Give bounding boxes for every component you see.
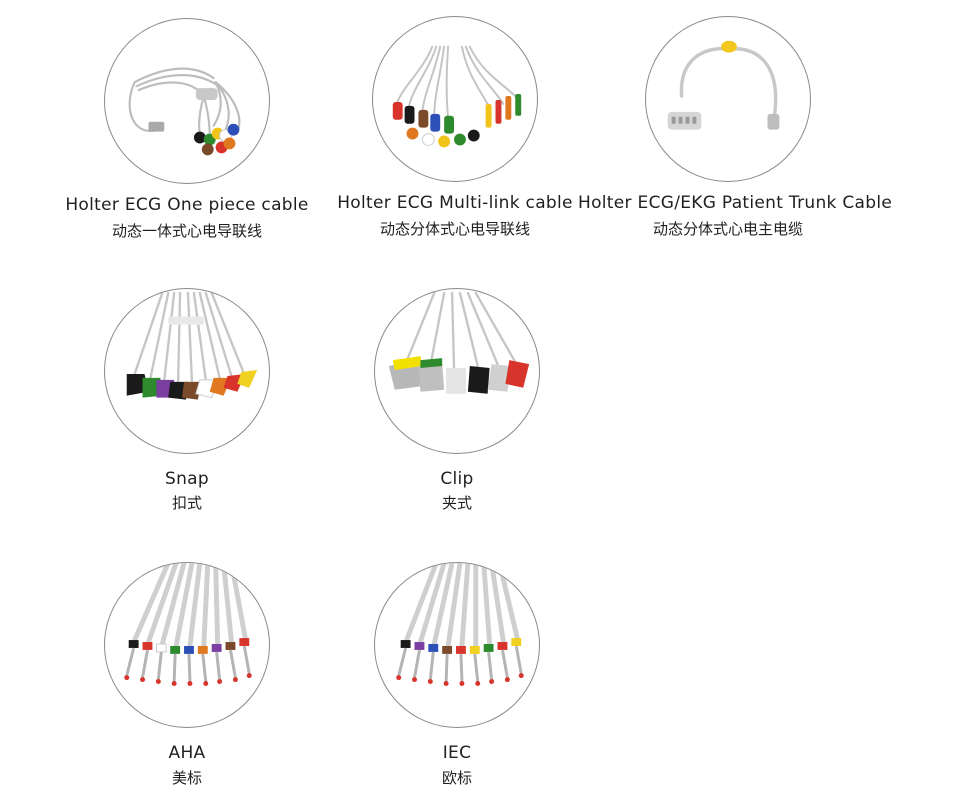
product-aha: AHA 美标 bbox=[37, 555, 337, 805]
product-title: Snap bbox=[165, 469, 209, 489]
product-title: Holter ECG One piece cable bbox=[65, 195, 309, 215]
aha-pins-photo bbox=[104, 562, 270, 728]
iec-pins-photo bbox=[374, 562, 540, 728]
product-subtitle: 夹式 bbox=[441, 494, 472, 512]
product-trunk-cable: Holter ECG/EKG Patient Trunk Cable 动态分体式… bbox=[578, 0, 893, 250]
product-subtitle: 动态分体式心电导联线 bbox=[379, 220, 530, 238]
product-one-piece-cable: Holter ECG One piece cable 动态一体式心电导联线 bbox=[37, 0, 337, 250]
multi-link-cable-photo bbox=[372, 16, 538, 182]
clip-leadwires-photo bbox=[374, 288, 540, 454]
product-subtitle: 欧标 bbox=[441, 769, 472, 787]
product-subtitle: 动态分体式心电主电缆 bbox=[652, 220, 803, 238]
product-title: Holter ECG Multi-link cable bbox=[337, 193, 573, 213]
snap-leadwires-photo bbox=[104, 288, 270, 454]
product-multi-link-cable: Holter ECG Multi-link cable 动态分体式心电导联线 bbox=[305, 0, 605, 250]
product-iec: IEC 欧标 bbox=[307, 555, 607, 805]
product-snap: Snap 扣式 bbox=[37, 280, 337, 520]
one-piece-cable-photo bbox=[104, 18, 270, 184]
product-subtitle: 动态一体式心电导联线 bbox=[111, 222, 262, 240]
product-clip: Clip 夹式 bbox=[307, 280, 607, 520]
product-subtitle: 美标 bbox=[171, 769, 202, 787]
product-title: Clip bbox=[440, 469, 474, 489]
product-subtitle: 扣式 bbox=[171, 494, 202, 512]
product-title: AHA bbox=[168, 743, 206, 763]
trunk-cable-photo bbox=[645, 16, 811, 182]
product-title: IEC bbox=[442, 743, 472, 763]
product-title: Holter ECG/EKG Patient Trunk Cable bbox=[578, 193, 893, 213]
